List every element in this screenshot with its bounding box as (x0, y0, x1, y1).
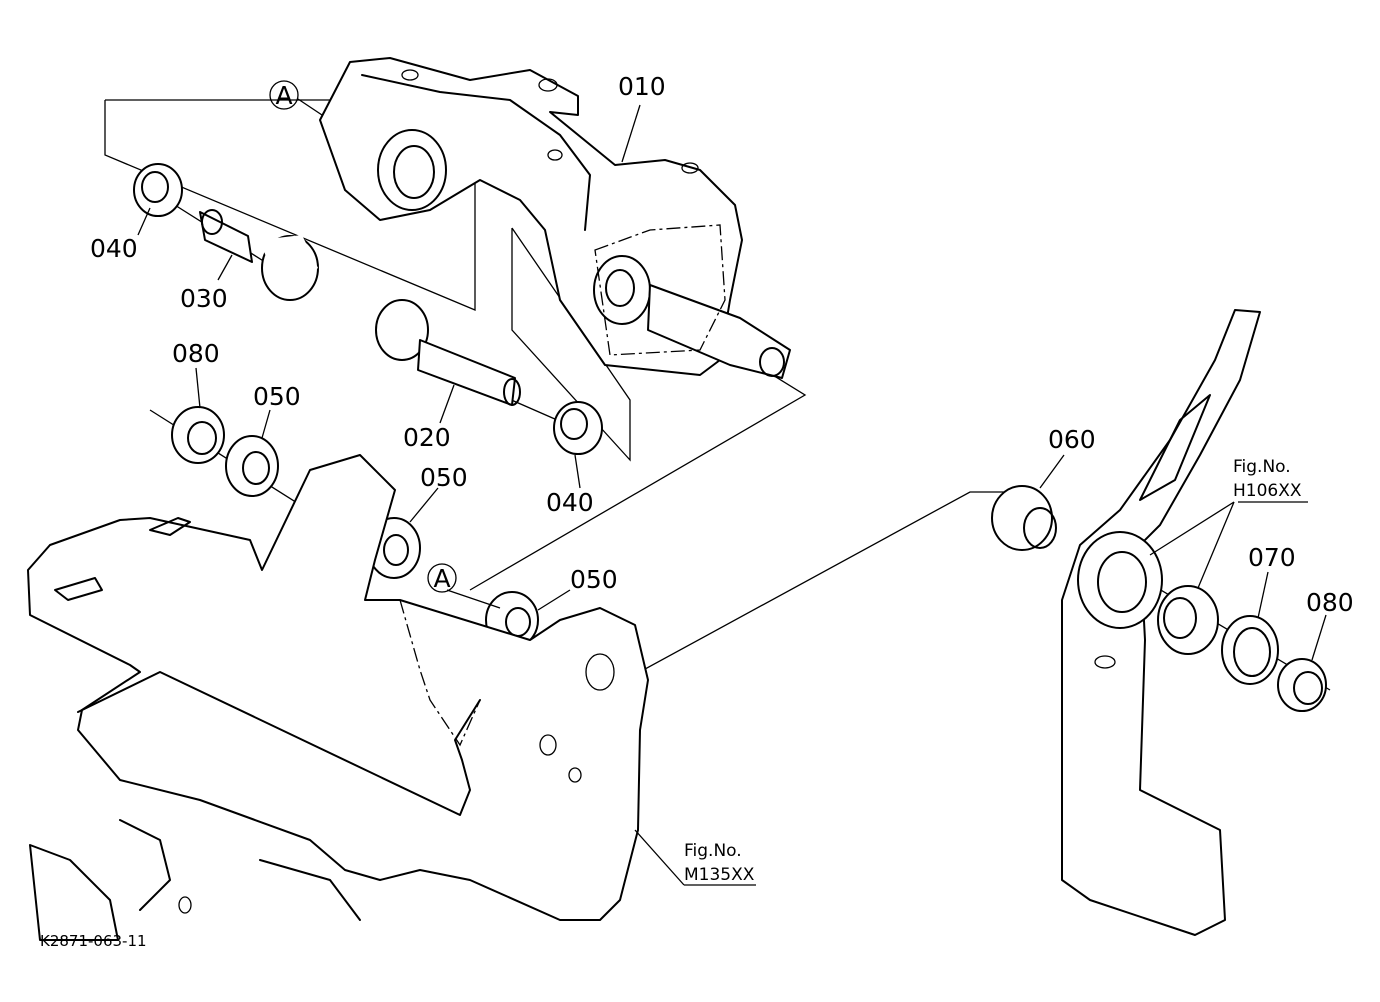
callout-050-left: 050 (253, 382, 301, 411)
callout-080-right: 080 (1306, 588, 1354, 617)
collar-h106 (1157, 585, 1219, 655)
bushing-060 (991, 485, 1057, 551)
fig-ref-title: Fig.No. (1233, 457, 1291, 477)
frame-m135 (27, 454, 649, 941)
callout-040-lower: 040 (546, 488, 594, 517)
callout-080-left: 080 (172, 339, 220, 368)
marker-a-label: A (275, 81, 292, 110)
collar-040-upper (133, 163, 183, 217)
reference-marker-a-top: A (269, 80, 299, 110)
callout-060: 060 (1048, 425, 1096, 454)
pin-030 (199, 209, 319, 301)
drawing-code: K2871-063-11 (40, 932, 147, 950)
figure-reference-h106: Fig.No. H106XX (1233, 457, 1302, 501)
callout-070: 070 (1248, 543, 1296, 572)
callout-050-mid: 050 (420, 463, 468, 492)
bracket-010 (319, 57, 791, 379)
nut-080-left (171, 406, 225, 464)
callout-020: 020 (403, 423, 451, 452)
pedal-arm-h106 (1061, 309, 1261, 936)
nut-080-right (1277, 658, 1327, 712)
fig-ref-code: H106XX (1233, 481, 1302, 501)
leader-lines (137, 98, 1327, 886)
callout-010: 010 (618, 72, 666, 101)
reference-marker-a-bottom: A (427, 563, 457, 593)
callout-030: 030 (180, 284, 228, 313)
washer-050-left (225, 435, 279, 497)
fig-ref-code: M135XX (684, 865, 755, 885)
callout-040-upper: 040 (90, 234, 138, 263)
figure-reference-m135: Fig.No. M135XX (684, 841, 755, 885)
collar-040-lower (553, 401, 603, 455)
part-callouts: 010 020 030 040 040 050 050 050 060 070 … (90, 72, 1354, 617)
callout-050-right: 050 (570, 565, 618, 594)
bolt-020 (375, 299, 521, 406)
washer-070 (1221, 615, 1279, 685)
fig-ref-title: Fig.No. (684, 841, 742, 861)
marker-a-label: A (433, 564, 450, 593)
